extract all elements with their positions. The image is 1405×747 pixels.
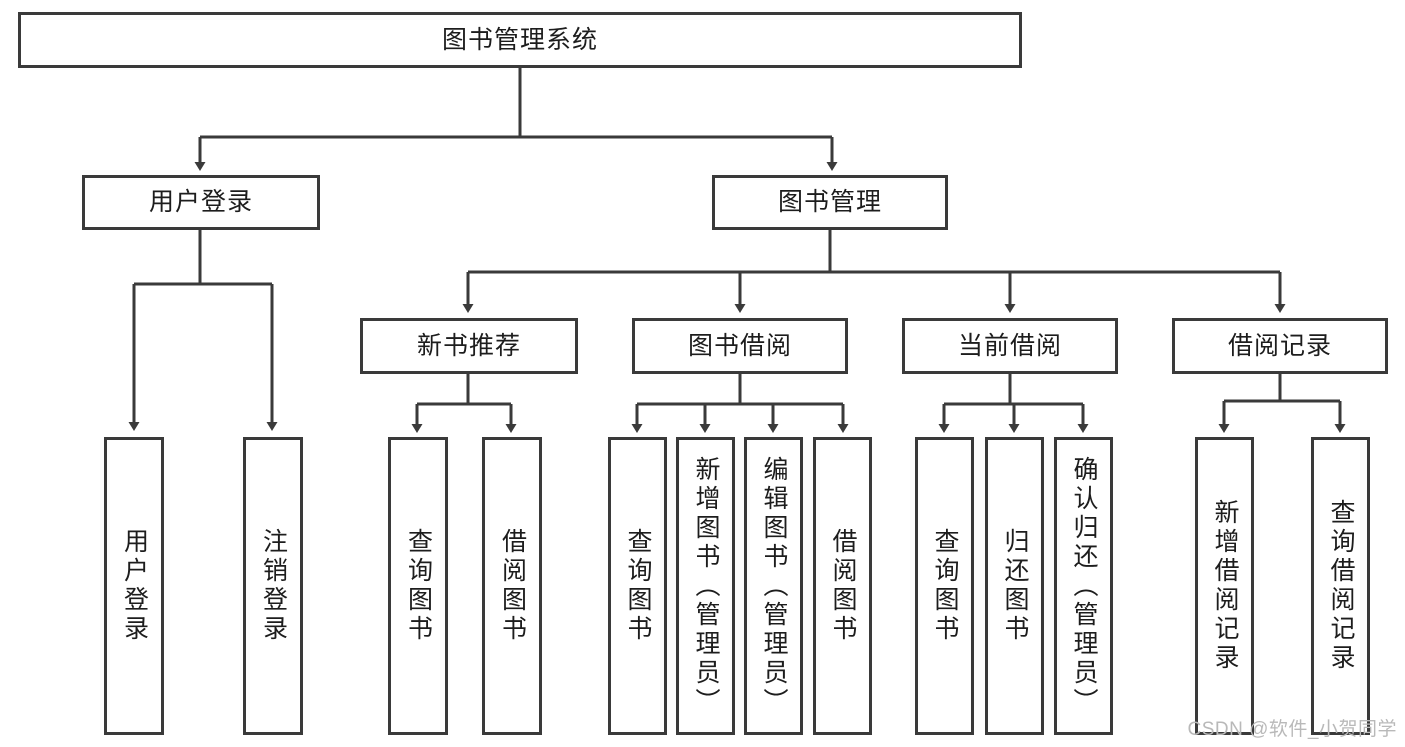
node-borrow-records[interactable]: 借阅记录 [1172, 318, 1388, 374]
leaf-borrow-borrow-book[interactable]: 借阅图书 [813, 437, 872, 735]
leaf-borrow-query[interactable]: 查询图书 [608, 437, 667, 735]
leaf-new-book-borrow[interactable]: 借阅图书 [482, 437, 542, 735]
node-book-management[interactable]: 图书管理 [712, 175, 948, 230]
leaf-borrow-query-label: 查询图书 [624, 528, 652, 644]
node-book-borrowing-label: 图书借阅 [687, 331, 792, 360]
leaf-borrow-edit-book-admin[interactable]: 编辑图书（管理员） [744, 437, 803, 735]
leaf-records-query[interactable]: 查询借阅记录 [1311, 437, 1370, 735]
leaf-records-add[interactable]: 新增借阅记录 [1195, 437, 1254, 735]
leaf-borrow-borrow-book-label: 借阅图书 [829, 528, 857, 644]
leaf-current-query-label: 查询图书 [931, 528, 959, 644]
node-book-management-label: 图书管理 [777, 188, 882, 216]
leaf-user-login-login-label: 用户登录 [120, 528, 149, 644]
leaf-borrow-add-book-admin-label: 新增图书（管理员） [692, 455, 720, 717]
leaf-new-book-query-label: 查询图书 [404, 528, 433, 644]
leaf-user-login-logout-label: 注销登录 [259, 528, 288, 644]
node-new-book-recommendation-label: 新书推荐 [416, 331, 521, 360]
node-book-borrowing[interactable]: 图书借阅 [632, 318, 848, 374]
node-borrow-records-label: 借阅记录 [1227, 331, 1332, 360]
leaf-current-query[interactable]: 查询图书 [915, 437, 974, 735]
leaf-new-book-borrow-label: 借阅图书 [498, 528, 527, 644]
leaf-records-query-label: 查询借阅记录 [1327, 499, 1355, 673]
leaf-current-return-label: 归还图书 [1001, 528, 1029, 644]
node-user-login[interactable]: 用户登录 [82, 175, 320, 230]
leaf-user-login-login[interactable]: 用户登录 [104, 437, 164, 735]
leaf-current-return[interactable]: 归还图书 [985, 437, 1044, 735]
leaf-current-confirm-return-admin[interactable]: 确认归还（管理员） [1054, 437, 1113, 735]
node-root-label: 图书管理系统 [441, 25, 598, 54]
leaf-current-confirm-return-admin-label: 确认归还（管理员） [1070, 455, 1098, 717]
leaf-borrow-edit-book-admin-label: 编辑图书（管理员） [760, 455, 788, 717]
node-current-borrowing-label: 当前借阅 [957, 331, 1062, 360]
leaf-user-login-logout[interactable]: 注销登录 [243, 437, 303, 735]
leaf-new-book-query[interactable]: 查询图书 [388, 437, 448, 735]
leaf-borrow-add-book-admin[interactable]: 新增图书（管理员） [676, 437, 735, 735]
watermark: CSDN @软件_小贺同学 [1187, 719, 1397, 740]
node-root[interactable]: 图书管理系统 [18, 12, 1022, 68]
node-current-borrowing[interactable]: 当前借阅 [902, 318, 1118, 374]
leaf-records-add-label: 新增借阅记录 [1211, 499, 1239, 673]
node-user-login-label: 用户登录 [148, 188, 253, 216]
node-new-book-recommendation[interactable]: 新书推荐 [360, 318, 578, 374]
